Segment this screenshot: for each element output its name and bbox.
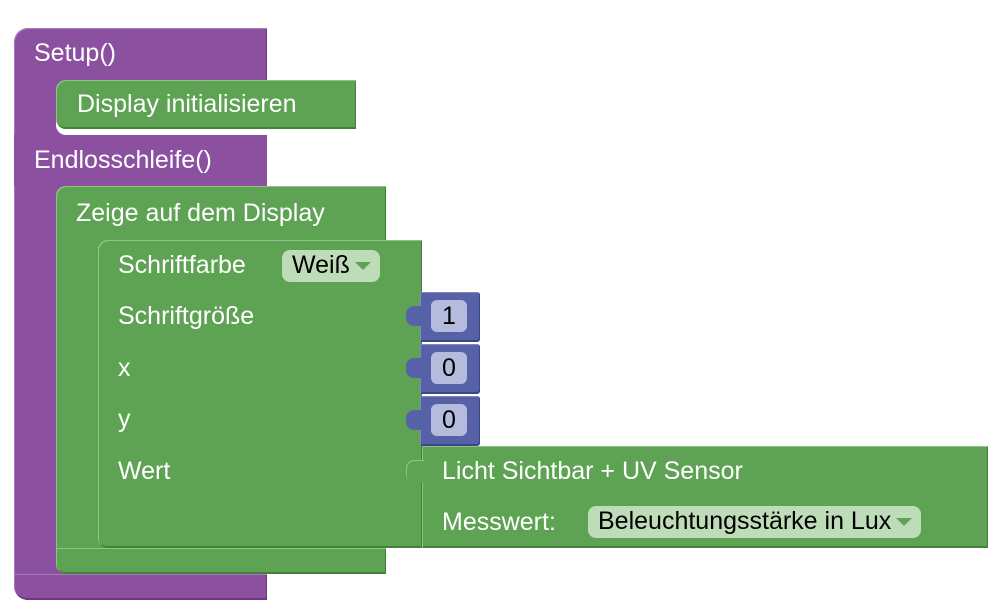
loop-footer [14,574,267,600]
y-label: y [118,405,131,433]
measure-dropdown[interactable]: Beleuchtungsstärke in Lux [588,506,922,538]
x-value[interactable]: 0 [431,352,467,384]
chevron-down-icon [354,262,371,270]
loop-header [14,135,267,186]
x-label: x [118,354,131,382]
font-color-value: Weiß [292,251,350,279]
font-color-label: Schriftfarbe [118,251,246,279]
puzzle-tab [406,358,422,378]
measure-label: Messwert: [442,508,556,536]
setup-label: Setup() [34,39,116,67]
init-display-block[interactable] [56,80,356,129]
sensor-title: Licht Sichtbar + UV Sensor [442,457,743,485]
puzzle-tab [406,460,424,482]
show-display-footer [56,548,386,574]
font-color-dropdown[interactable]: Weiß [282,250,380,282]
font-size-value[interactable]: 1 [431,300,467,332]
font-size-label: Schriftgröße [118,302,255,330]
value-label: Wert [118,457,171,485]
measure-value: Beleuchtungsstärke in Lux [598,507,892,535]
display-params-block[interactable] [98,240,422,548]
y-value[interactable]: 0 [431,404,467,436]
init-display-label: Display initialisieren [77,90,297,118]
show-display-label: Zeige auf dem Display [76,199,325,227]
chevron-down-icon [896,518,913,526]
puzzle-tab [406,306,422,326]
loop-label: Endlosschleife() [34,146,212,174]
puzzle-tab [406,410,422,430]
